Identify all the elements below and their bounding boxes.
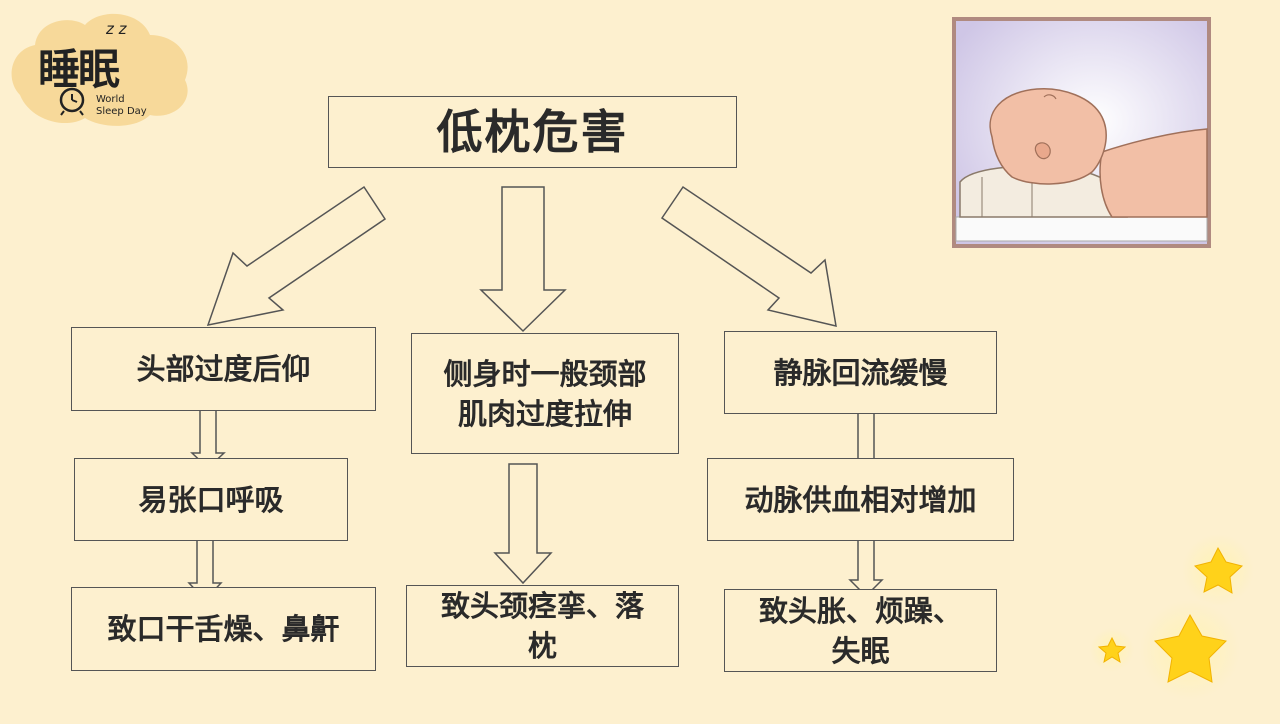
logo-zzz: z z [106, 20, 127, 38]
decorative-stars [1080, 520, 1280, 720]
arrow-title-to-right [660, 185, 837, 327]
cause-box-2: 侧身时一般颈部 肌肉过度拉伸 [411, 333, 679, 454]
cause-box-2-line2: 肌肉过度拉伸 [457, 396, 632, 431]
arrow-title-to-middle [479, 186, 567, 333]
stars-icon [1090, 534, 1254, 700]
result-box-3-line2: 失眠 [831, 633, 890, 668]
result-box-3: 致头胀、烦躁、 失眠 [724, 589, 997, 672]
result-box-2-line2: 枕 [527, 629, 557, 663]
world-sleep-day-logo: 睡眠 z z World Sleep Day [0, 0, 210, 140]
diagram-title: 低枕危害 [328, 96, 737, 168]
result-box-1: 致口干舌燥、鼻鼾 [71, 587, 376, 671]
arrow-middle-1 [493, 463, 553, 585]
cause-box-2-line1: 侧身时一般颈部 [443, 356, 647, 391]
logo-sub-line1: World [96, 94, 125, 105]
cause-box-1: 头部过度后仰 [71, 327, 376, 411]
result-box-3-line1: 致头胀、烦躁、 [758, 593, 962, 628]
arrow-title-to-left [206, 185, 387, 326]
logo-sub-line2: Sleep Day [96, 106, 147, 117]
result-box-2-line1: 致头颈痉挛、落 [440, 589, 644, 623]
cause-box-3: 静脉回流缓慢 [724, 331, 997, 414]
logo-cloud-icon [11, 13, 188, 126]
result-box-2: 致头颈痉挛、落 枕 [406, 585, 679, 667]
middle-box-1: 易张口呼吸 [74, 458, 348, 541]
low-pillow-illustration [952, 17, 1211, 248]
person-on-pillow-icon [952, 17, 1211, 248]
logo-main-text: 睡眠 [38, 45, 120, 94]
middle-box-3: 动脉供血相对增加 [707, 458, 1014, 541]
